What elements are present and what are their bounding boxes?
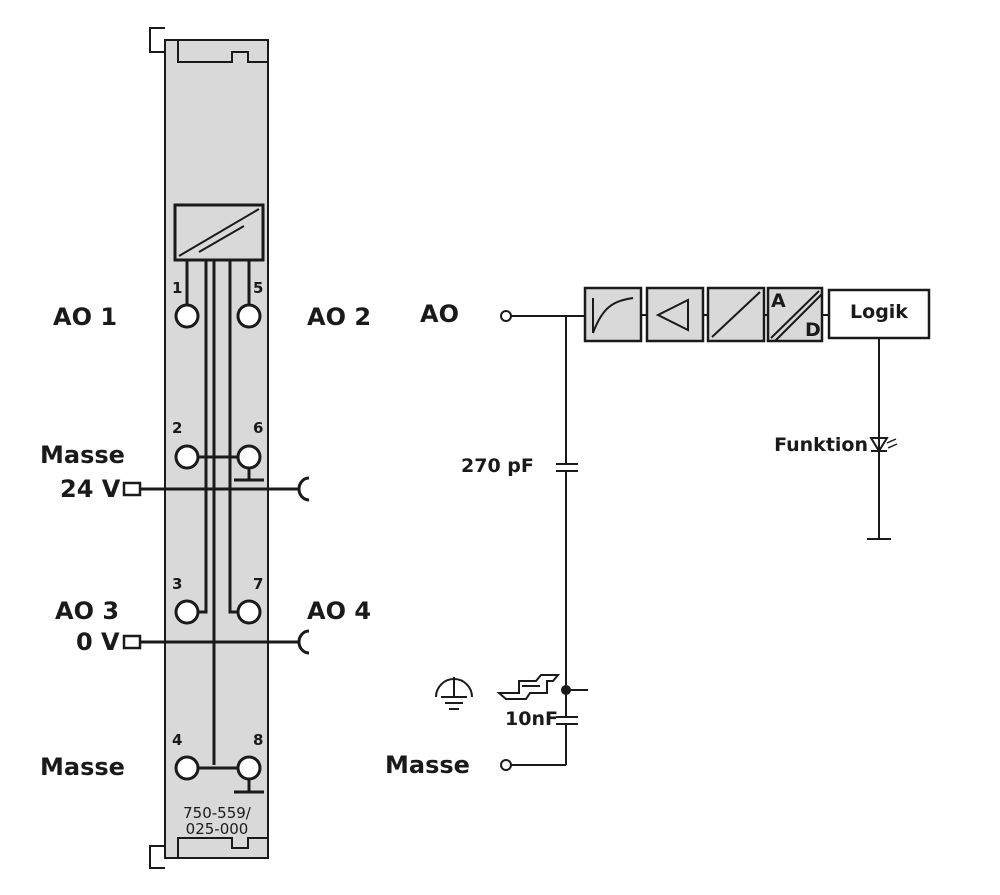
schematic-masse-label: Masse: [385, 751, 470, 779]
capacitor-270pf-label: 270 pF: [461, 455, 534, 477]
logik-label: Logik: [850, 301, 908, 323]
terminal-5: [236, 303, 262, 329]
ad-label-a: A: [771, 290, 786, 312]
label-ao2: AO 2: [307, 303, 371, 331]
pin-label-8: 8: [253, 731, 263, 749]
label-ao3: AO 3: [55, 597, 119, 625]
pin-label-7: 7: [253, 575, 263, 593]
pin-numbers: 1 5 2 6 3 7 4 8: [172, 279, 263, 749]
pin-label-4: 4: [172, 731, 182, 749]
pin-label-2: 2: [172, 419, 182, 437]
terminal-8: [236, 755, 262, 781]
label-masse-top: Masse: [40, 441, 125, 469]
ad-converter-block: A D: [766, 286, 824, 343]
schematic-ao-label: AO: [420, 300, 459, 328]
label-0v: 0 V: [76, 628, 120, 656]
earth-ground-icon: [435, 677, 473, 710]
terminals: [174, 303, 262, 781]
din-rail-icon: [496, 674, 561, 700]
terminal-3: [174, 599, 200, 625]
label-ao1: AO 1: [53, 303, 117, 331]
label-masse-bottom: Masse: [40, 753, 125, 781]
terminal-7: [236, 599, 262, 625]
pin-label-6: 6: [253, 419, 263, 437]
led-icon: [869, 437, 898, 453]
terminal-6: [236, 444, 262, 470]
terminal-1: [174, 303, 200, 329]
pin-label-3: 3: [172, 575, 182, 593]
ad-label-d: D: [805, 319, 821, 341]
terminal-2: [174, 444, 200, 470]
filter-block: [583, 286, 643, 343]
terminal-4: [174, 755, 200, 781]
label-ao4: AO 4: [307, 597, 371, 625]
funktion-label: Funktion: [774, 434, 868, 456]
logik-block: Logik: [827, 288, 931, 340]
pin-label-5: 5: [253, 279, 263, 297]
pin-label-1: 1: [172, 279, 182, 297]
converter-block: [173, 203, 265, 262]
part-number-line2: 025-000: [186, 820, 249, 838]
label-24v: 24 V: [60, 475, 121, 503]
isolation-block: [706, 286, 766, 343]
capacitor-10nf-label: 10nF: [505, 708, 558, 730]
schematic: AO 270 pF 10nF Masse: [385, 286, 931, 779]
amplifier-block: [645, 286, 705, 343]
part-number-line1: 750-559/: [183, 804, 252, 822]
